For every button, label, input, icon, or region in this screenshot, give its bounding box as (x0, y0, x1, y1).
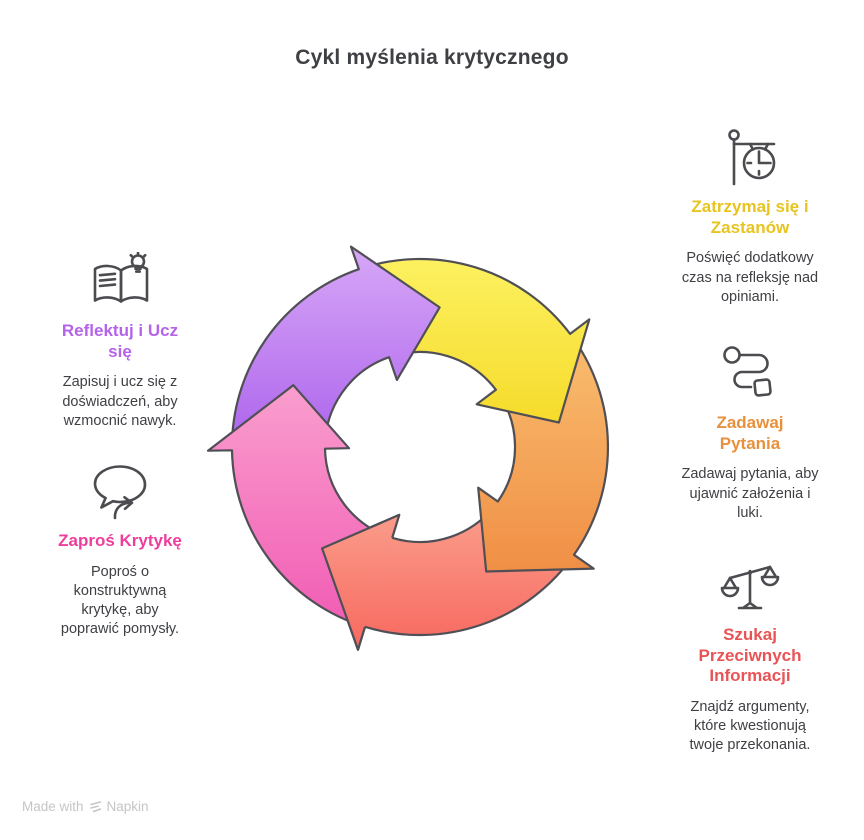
cycle-arrow-salmon-head (321, 513, 401, 651)
page-title: Cykl myślenia krytycznego (295, 46, 569, 69)
section-body: Poświęć dodatkowy czas na refleksję nad … (681, 250, 819, 305)
section-reflect-and-learn: Reflektuj i Ucz się Zapisuj i ucz się z … (28, 250, 212, 431)
section-body: Poproś o konstruktywną krytykę, aby popr… (60, 563, 180, 638)
section-body: Zadawaj pytania, aby ujawnić założenia i… (681, 466, 819, 521)
cycle-arrow-purple (230, 245, 441, 451)
hanging-clock-icon (717, 126, 783, 186)
section-pause-and-reflect: Zatrzymaj się i Zastanów Poświęć dodatko… (659, 126, 841, 307)
cycle-arrow-pink (206, 384, 393, 628)
made-with-label: Made with (22, 799, 84, 814)
cycle-arrow-yellow (358, 257, 591, 424)
section-ask-questions: Zadawaj Pytania Zadawaj pytania, aby uja… (659, 342, 841, 523)
chat-arrow-icon (88, 460, 152, 520)
section-seek-opposing-information: Szukaj Przeciwnych Informacji Znajdź arg… (659, 554, 841, 756)
cycle-arrow-orange (477, 333, 610, 573)
section-invite-critique: Zaproś Krytykę Poproś o konstruktywną kr… (28, 460, 212, 639)
section-body: Znajdź argumenty, które kwestionują twoj… (689, 699, 811, 754)
brand-label: Napkin (106, 799, 149, 814)
section-heading: Zatrzymaj się i Zastanów (691, 197, 809, 237)
scales-icon (719, 554, 781, 614)
section-body: Zapisuj i ucz się z doświadczeń, aby wzm… (62, 374, 178, 429)
route-icon (719, 342, 781, 402)
section-heading: Zaproś Krytykę (58, 531, 182, 550)
cycle-arrow-salmon (321, 500, 575, 651)
section-heading: Reflektuj i Ucz się (61, 321, 179, 361)
book-lightbulb-icon (88, 250, 152, 310)
made-with-napkin-credit: Made with Napkin (22, 799, 149, 814)
napkin-logo-icon (89, 801, 101, 813)
section-heading: Szukaj Przeciwnych Informacji (698, 625, 802, 686)
section-heading: Zadawaj Pytania (716, 413, 784, 453)
